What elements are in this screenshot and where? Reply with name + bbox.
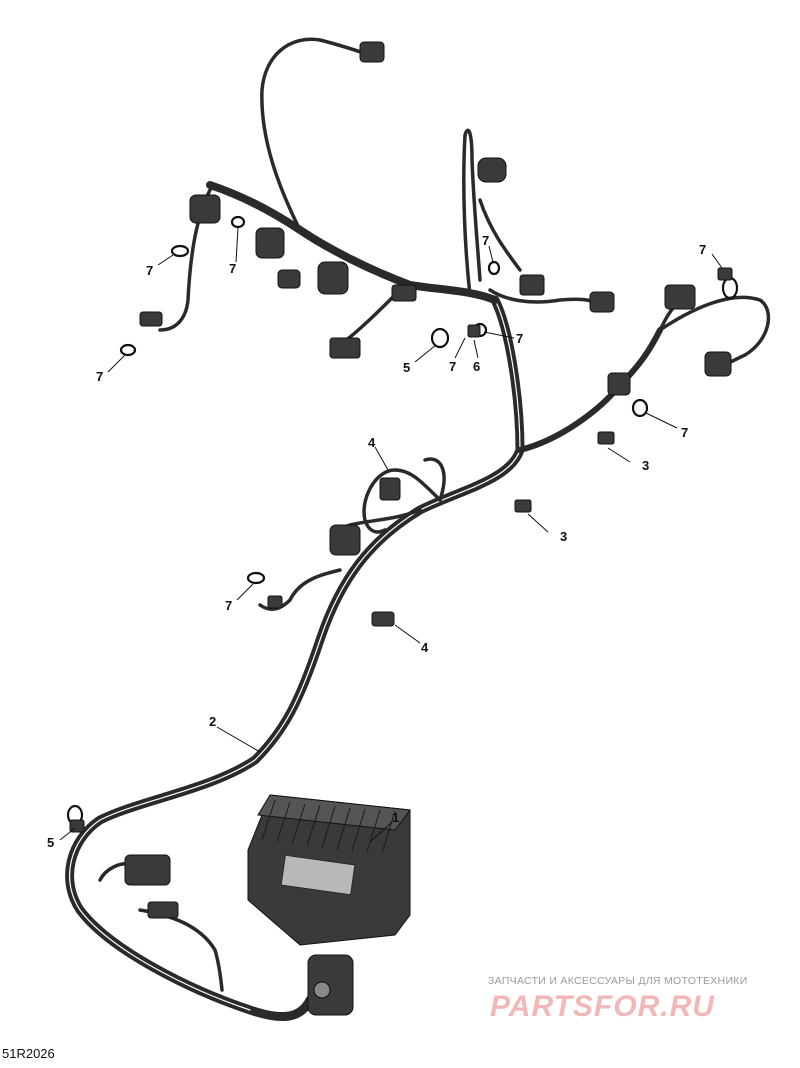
main-harness bbox=[65, 37, 771, 1022]
callout-connector-lower: 4 bbox=[421, 640, 429, 655]
callout-tie-left-lower: 7 bbox=[96, 369, 103, 384]
callout-tie-center: 5 bbox=[403, 360, 410, 375]
callout-clip-right-upper: 3 bbox=[642, 458, 649, 473]
callout-clip-center: 6 bbox=[473, 359, 480, 374]
callout-main-harness: 2 bbox=[209, 714, 216, 729]
leader-lines bbox=[59, 227, 723, 843]
callout-tie-top-center: 7 bbox=[482, 233, 489, 248]
harness-end-connector bbox=[124, 854, 354, 1016]
engine-control-module bbox=[247, 794, 411, 946]
callout-tie-top-left-a: 7 bbox=[146, 263, 153, 278]
callout-clip-right-lower: 3 bbox=[560, 529, 567, 544]
cable-ties bbox=[66, 215, 739, 833]
callout-tie-center-b: 7 bbox=[449, 359, 456, 374]
watermark-caption: ЗАПЧАСТИ И АКСЕССУАРЫ ДЛЯ МОТОТЕХНИКИ bbox=[488, 975, 748, 987]
callout-tie-right-7: 7 bbox=[681, 425, 688, 440]
callout-tie-left: 5 bbox=[47, 835, 54, 850]
callout-tie-top-left-b: 7 bbox=[229, 261, 236, 276]
callout-connector-middle: 4 bbox=[368, 435, 376, 450]
callout-tie-right: 7 bbox=[699, 242, 706, 257]
watermark-brand: PARTSFOR.RU bbox=[490, 990, 715, 1023]
ignition-coil-connectors bbox=[139, 41, 732, 556]
callout-tie-middle-left: 7 bbox=[225, 598, 232, 613]
callout-numbers: 1 2 3 3 4 4 5 5 7 6 7 7 7 7 7 7 7 7 bbox=[47, 233, 706, 850]
callout-tie-center-c: 7 bbox=[516, 331, 523, 346]
callout-ecm: 1 bbox=[392, 810, 399, 825]
drawing-code: 51R2026 bbox=[2, 1046, 55, 1061]
